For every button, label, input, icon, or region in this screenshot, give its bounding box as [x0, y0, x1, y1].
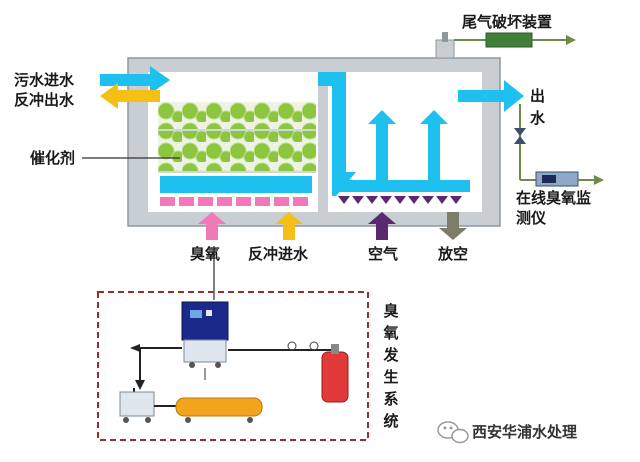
- drain-label: 放空: [438, 245, 469, 263]
- ozone-generator: [181, 301, 229, 380]
- ozone-piping: [133, 347, 336, 394]
- ozone-label: 臭氧: [190, 245, 221, 263]
- air-diffusers: [338, 196, 462, 204]
- wechat-icon: [437, 421, 469, 444]
- water-plate: [160, 176, 312, 193]
- outlet-label-1: 出: [530, 87, 546, 105]
- ozone-diffusers: [160, 197, 308, 206]
- ozone-system-label: 臭氧发生系统: [383, 302, 399, 430]
- backwash-in-arrow: [275, 212, 303, 240]
- sewage-in-arrow: [100, 66, 170, 94]
- monitor-line: [514, 104, 604, 187]
- monitor-label-1: 在线臭氧监: [516, 189, 592, 207]
- outlet-arrow: [458, 80, 524, 112]
- air-arrow: [368, 212, 396, 240]
- ozone-arrow: [198, 212, 226, 240]
- oxygen-cylinder: [287, 341, 349, 403]
- catalyst-label: 催化剂: [30, 149, 76, 167]
- water-flow-right: [318, 72, 470, 196]
- watermark-text: 西安华浦水处理: [472, 423, 578, 441]
- tail-gas-pipe: [435, 32, 576, 59]
- drain-arrow: [439, 212, 467, 240]
- ozone-system-box: [97, 291, 369, 441]
- valve-icon: [514, 128, 526, 136]
- backwash-out-label: 反冲出水: [14, 91, 75, 109]
- outlet-label-2: 水: [530, 109, 546, 127]
- backwash-out-arrow: [100, 83, 160, 109]
- air-dryer-tank: [175, 397, 263, 423]
- tail-gas-device: [485, 32, 533, 48]
- tail-gas-label: 尾气破坏装置: [462, 13, 553, 31]
- baffle-wall: [318, 72, 328, 212]
- air-label: 空气: [368, 245, 399, 263]
- catalyst-bed: [158, 102, 316, 173]
- sewage-in-label: 污水进水: [14, 71, 75, 89]
- air-compressor: [119, 391, 176, 423]
- monitor-label-2: 测仪: [516, 209, 547, 227]
- backwash-in-label: 反冲进水: [248, 245, 309, 263]
